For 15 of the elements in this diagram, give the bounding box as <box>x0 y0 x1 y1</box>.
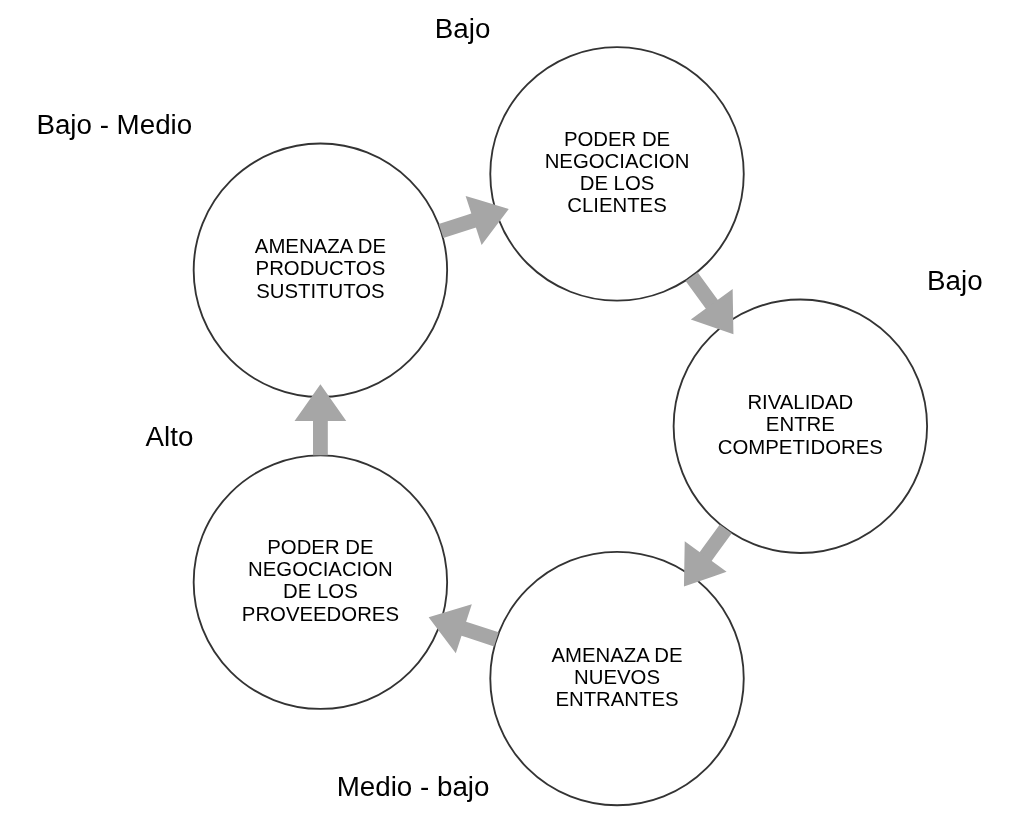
node-label: Bajo - Medio <box>36 109 193 141</box>
arrow <box>685 272 734 335</box>
node-circle: RIVALIDAD ENTRE COMPETIDORES <box>672 298 928 554</box>
arrow <box>294 384 347 456</box>
node-circle: AMENAZA DE NUEVOS ENTRANTES <box>489 550 745 807</box>
node-label: Medio - bajo <box>336 771 490 803</box>
node-circle: PODER DE NEGOCIACION DE LOS PROVEEDORES <box>192 454 449 710</box>
node-label: Bajo <box>927 265 983 297</box>
arrow <box>428 604 499 654</box>
node-circle: AMENAZA DE PRODUCTOS SUSTITUTOS <box>192 142 449 398</box>
node-circle: PODER DE NEGOCIACION DE LOS CLIENTES <box>489 46 745 302</box>
node-label: Alto <box>145 421 194 453</box>
arrow <box>438 195 509 246</box>
arrow <box>683 524 732 587</box>
node-label: Bajo <box>434 12 491 44</box>
